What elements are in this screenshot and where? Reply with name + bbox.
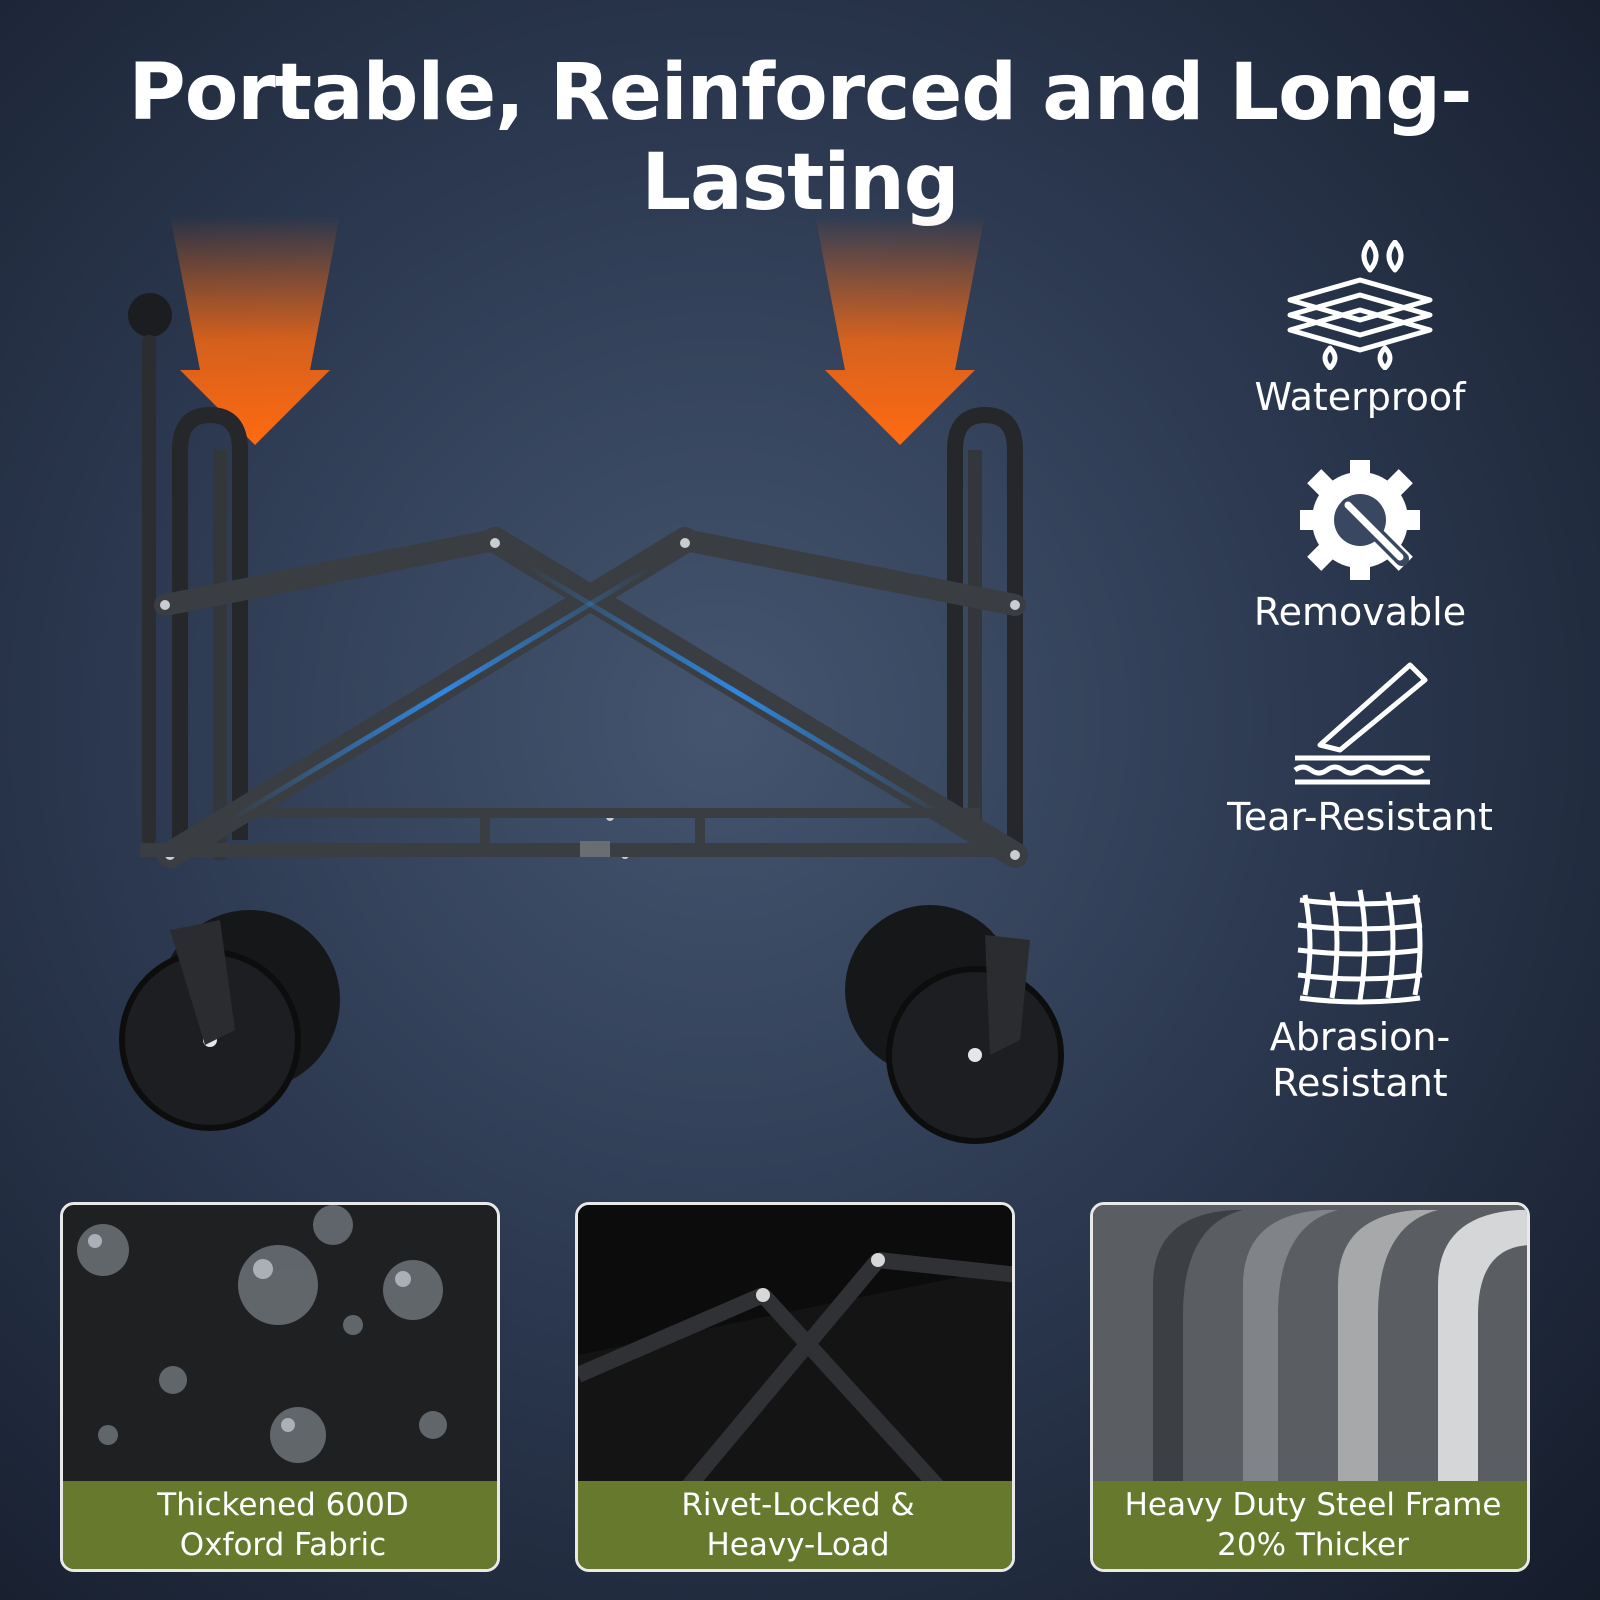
caption-fabric: Thickened 600D Oxford Fabric bbox=[63, 1481, 497, 1569]
feature-waterproof: Waterproof bbox=[1195, 240, 1525, 420]
waterproof-fabric-icon bbox=[1287, 240, 1433, 370]
steel-tube-cross-sections-image bbox=[1093, 1205, 1527, 1487]
feature-label-abrasion-line1: Abrasion- bbox=[1269, 1015, 1451, 1059]
feature-label-abrasion-line2: Resistant bbox=[1272, 1061, 1448, 1105]
riveted-frame-joint-image bbox=[578, 1205, 1012, 1487]
down-arrow-left-icon bbox=[170, 215, 340, 445]
caption-steel-line2: 20% Thicker bbox=[1217, 1527, 1409, 1563]
headline: Portable, Reinforced and Long-Lasting bbox=[128, 48, 1473, 228]
feature-tear-resistant: Tear-Resistant bbox=[1195, 660, 1525, 840]
caption-rivets-line1: Rivet-Locked & bbox=[681, 1487, 915, 1523]
panel-fabric: Thickened 600D Oxford Fabric bbox=[60, 1202, 500, 1572]
panel-steel: Heavy Duty Steel Frame 20% Thicker bbox=[1090, 1202, 1530, 1572]
caption-steel-line1: Heavy Duty Steel Frame bbox=[1124, 1487, 1502, 1523]
down-arrow-right-icon bbox=[815, 215, 985, 445]
panel-rivets: Rivet-Locked & Heavy-Load bbox=[575, 1202, 1015, 1572]
feature-label-tear-resistant: Tear-Resistant bbox=[1227, 795, 1493, 839]
feature-removable: Removable bbox=[1195, 455, 1525, 635]
blade-cutting-fabric-icon bbox=[1293, 662, 1430, 785]
feature-abrasion-resistant: Abrasion- Resistant bbox=[1195, 880, 1525, 1106]
gear-wrench-icon bbox=[1300, 460, 1420, 580]
water-droplets-on-fabric-image bbox=[63, 1205, 497, 1487]
caption-rivets: Rivet-Locked & Heavy-Load bbox=[578, 1481, 1012, 1569]
wheel-front-left bbox=[119, 920, 301, 1131]
feature-label-removable: Removable bbox=[1253, 590, 1467, 634]
caption-rivets-line2: Heavy-Load bbox=[706, 1527, 890, 1563]
feature-label-waterproof: Waterproof bbox=[1254, 375, 1466, 419]
caption-steel: Heavy Duty Steel Frame 20% Thicker bbox=[1093, 1481, 1527, 1569]
woven-mesh-icon bbox=[1297, 889, 1423, 1005]
folded-wagon-illustration bbox=[119, 215, 1064, 1144]
wheel-front-right bbox=[886, 935, 1064, 1144]
caption-fabric-line1: Thickened 600D bbox=[157, 1487, 409, 1523]
caption-fabric-line2: Oxford Fabric bbox=[179, 1527, 387, 1563]
